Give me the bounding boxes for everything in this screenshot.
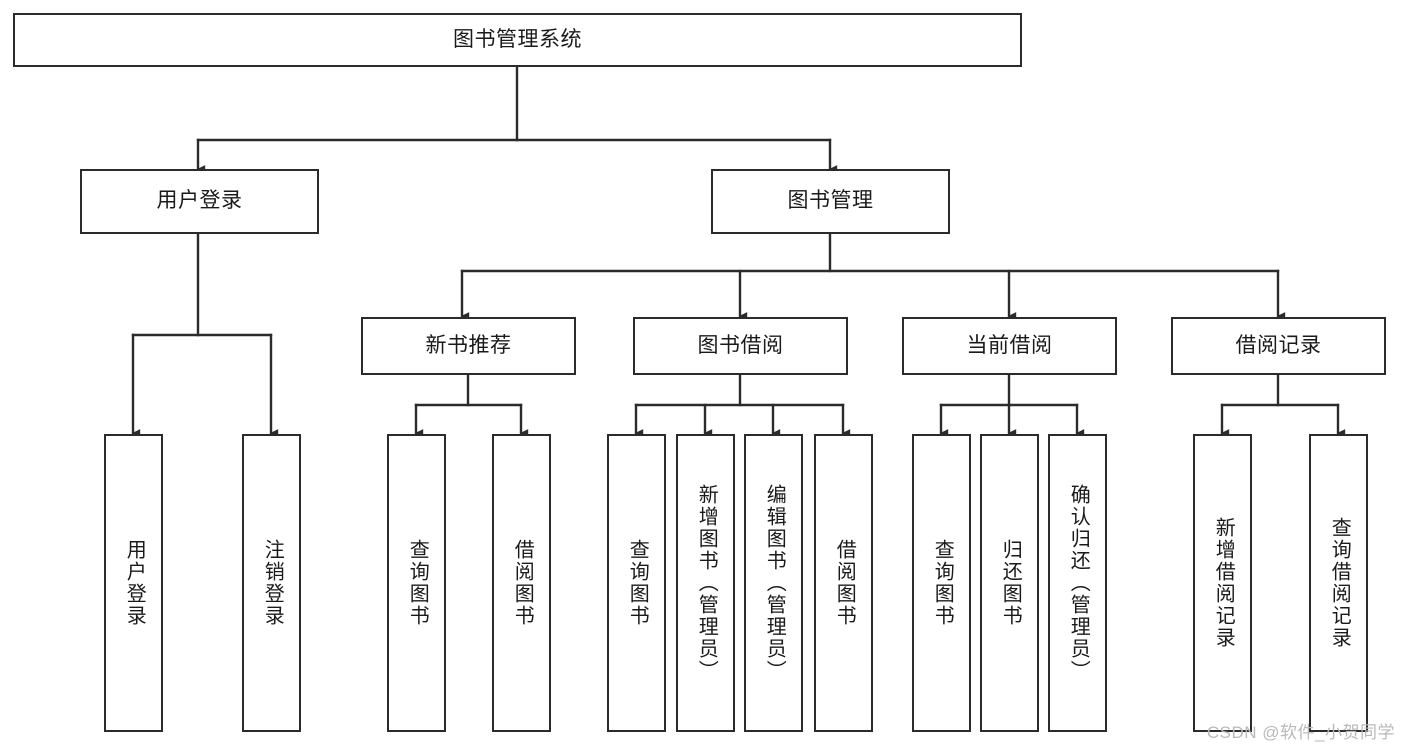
node-book-management-label: 图书管理 xyxy=(787,189,874,213)
node-leaf-cb-return-book[interactable]: 归还图书 xyxy=(980,434,1039,732)
node-leaf-user-login-label: 用户登录 xyxy=(123,539,146,627)
node-root-book-management-system[interactable]: 图书管理系统 xyxy=(13,13,1022,67)
node-leaf-cb-confirm-return-admin-label: 确认归还（管理员） xyxy=(1067,484,1090,682)
node-leaf-bb-borrow-book[interactable]: 借阅图书 xyxy=(814,434,873,732)
node-leaf-bb-edit-book-admin-label: 编辑图书（管理员） xyxy=(763,484,786,682)
node-leaf-bb-edit-book-admin[interactable]: 编辑图书（管理员） xyxy=(744,434,803,732)
node-new-book-recommend-label: 新书推荐 xyxy=(425,333,512,357)
node-leaf-logout[interactable]: 注销登录 xyxy=(242,434,301,732)
node-book-borrow[interactable]: 图书借阅 xyxy=(633,317,848,375)
node-current-borrow[interactable]: 当前借阅 xyxy=(902,317,1117,375)
node-new-book-recommend[interactable]: 新书推荐 xyxy=(361,317,576,375)
node-leaf-cb-confirm-return-admin[interactable]: 确认归还（管理员） xyxy=(1048,434,1107,732)
node-borrow-record[interactable]: 借阅记录 xyxy=(1171,317,1386,375)
node-leaf-br-add-record[interactable]: 新增借阅记录 xyxy=(1193,434,1252,732)
node-book-management[interactable]: 图书管理 xyxy=(711,169,950,234)
node-borrow-record-label: 借阅记录 xyxy=(1235,333,1322,357)
node-leaf-bb-query-book[interactable]: 查询图书 xyxy=(607,434,666,732)
node-leaf-nbr-query-book-label: 查询图书 xyxy=(406,539,429,627)
node-leaf-bb-add-book-admin-label: 新增图书（管理员） xyxy=(695,484,718,682)
node-leaf-cb-query-book[interactable]: 查询图书 xyxy=(912,434,971,732)
node-leaf-cb-return-book-label: 归还图书 xyxy=(999,539,1022,627)
node-leaf-logout-label: 注销登录 xyxy=(261,539,284,627)
node-leaf-nbr-borrow-book[interactable]: 借阅图书 xyxy=(492,434,551,732)
node-user-login-label: 用户登录 xyxy=(156,189,243,213)
node-leaf-br-add-record-label: 新增借阅记录 xyxy=(1212,517,1235,649)
csdn-watermark: CSDN @软件_小贺同学 xyxy=(1206,723,1395,742)
node-book-borrow-label: 图书借阅 xyxy=(697,333,784,357)
node-leaf-cb-query-book-label: 查询图书 xyxy=(931,539,954,627)
node-current-borrow-label: 当前借阅 xyxy=(966,333,1053,357)
node-leaf-bb-add-book-admin[interactable]: 新增图书（管理员） xyxy=(676,434,735,732)
node-leaf-br-query-record-label: 查询借阅记录 xyxy=(1328,517,1351,649)
node-leaf-br-query-record[interactable]: 查询借阅记录 xyxy=(1309,434,1368,732)
node-leaf-user-login[interactable]: 用户登录 xyxy=(104,434,163,732)
node-leaf-bb-query-book-label: 查询图书 xyxy=(626,539,649,627)
node-leaf-bb-borrow-book-label: 借阅图书 xyxy=(833,539,856,627)
node-root-label: 图书管理系统 xyxy=(453,27,582,51)
node-leaf-nbr-borrow-book-label: 借阅图书 xyxy=(511,539,534,627)
node-user-login[interactable]: 用户登录 xyxy=(80,169,319,234)
node-leaf-nbr-query-book[interactable]: 查询图书 xyxy=(387,434,446,732)
